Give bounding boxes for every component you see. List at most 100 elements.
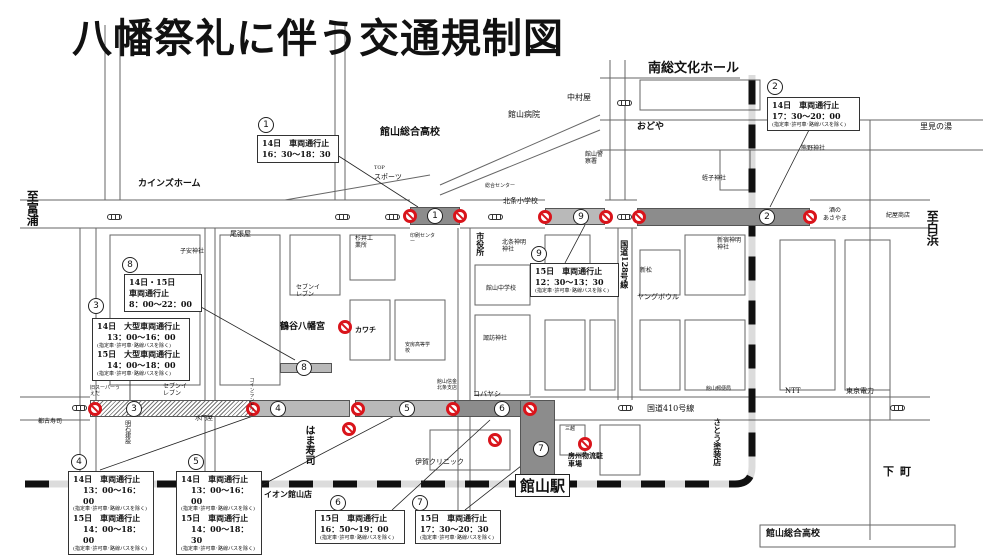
- landmark-seven-eleven: セブンイレブン: [296, 284, 321, 298]
- traffic-signal-icon: [72, 405, 87, 411]
- callout-number-8: 8: [122, 257, 138, 273]
- segment-number-7: 7: [533, 441, 549, 457]
- callout-day: 15日 車両通行止: [320, 513, 388, 523]
- landmark-kawachi: カワチ: [355, 325, 376, 334]
- segment-3: [90, 400, 250, 417]
- callout-note: (指定車･許可車･路線バスを除く): [97, 370, 171, 377]
- landmark-aeon: イオン館山店: [264, 489, 312, 499]
- landmark-center: 印刷センター: [410, 233, 436, 245]
- no-entry-icon: [599, 210, 613, 224]
- callout-number-4: 4: [71, 454, 87, 470]
- landmark-hospital: 館山病院: [508, 110, 540, 119]
- callout-number-7: 7: [412, 495, 428, 511]
- no-entry-icon: [446, 402, 460, 416]
- landmark-post-office: 館山郵便局: [706, 386, 732, 392]
- landmark-suimonya: 水門屋: [195, 415, 214, 422]
- landmark-satomi-no-yu: 里見の湯: [920, 122, 952, 131]
- callout-day: 15日 車両通行止: [73, 513, 141, 524]
- callout-day: 15日 車両通行止: [181, 513, 249, 524]
- landmark-cainz: カインズホーム: [138, 179, 201, 189]
- landmark-bunka-hall: 南総文化ホール: [648, 61, 740, 76]
- callout-day: 15日 車両通行止: [535, 266, 603, 276]
- traffic-signal-icon: [335, 214, 350, 220]
- landmark-kumano-shrine: 熊野神社: [801, 145, 826, 152]
- landmark-sushi: 都古寿司: [38, 418, 63, 425]
- no-entry-icon: [803, 210, 817, 224]
- callout-note: (指定車･許可車･路線バスを除く): [181, 545, 255, 552]
- callout-note: (指定車･許可車･路線バスを除く): [535, 287, 609, 294]
- map-title: 八幡祭礼に伴う交通規制図: [72, 15, 564, 62]
- landmark-sogo-high-south: 館山総合高校: [766, 529, 821, 539]
- callout-note: (指定車･許可車･路線バスを除く): [772, 121, 846, 128]
- landmark-kobayashi: コバヤシ: [473, 390, 501, 398]
- no-entry-icon: [351, 402, 365, 416]
- callout-day: 14日 大型車両通行止: [97, 321, 181, 331]
- callout-time: 16：50～19：00: [320, 523, 389, 534]
- callout-time: 14：00～18：00: [107, 360, 176, 371]
- landmark-boshu-parking: 房州物流駐車場: [568, 451, 603, 468]
- landmark-ebisu-shrine: 蛭子神社: [702, 175, 727, 182]
- segment-number-9: 9: [573, 209, 589, 225]
- segment-6: [455, 400, 530, 417]
- callout-time: 8：00～22：00: [129, 298, 192, 309]
- callout-box-8: 14日・15日 車両通行止 8：00～22：00: [124, 274, 202, 313]
- landmark-top-sports: スポーツ: [374, 173, 402, 181]
- callout-day: 15日 車両通行止: [420, 513, 488, 523]
- no-entry-icon: [632, 210, 646, 224]
- segment-number-6: 6: [494, 401, 510, 417]
- landmark-shinjuku-shinmei-shrine: 新宿神明神社: [717, 237, 742, 251]
- callout-box-6: 15日 車両通行止 16：50～19：00 (指定車･許可車･路線バスを除く): [315, 510, 405, 545]
- segment-number-2: 2: [759, 209, 775, 225]
- callout-note: (指定車･許可車･路線バスを除く): [320, 534, 394, 541]
- landmark-ntt: NTT: [785, 387, 801, 395]
- no-entry-icon: [488, 433, 502, 447]
- no-entry-icon: [403, 209, 417, 223]
- landmark-awa-high: 安房高等学校: [405, 342, 431, 354]
- segment-number-1: 1: [427, 208, 443, 224]
- callout-time: 17：30～20：30: [420, 523, 489, 534]
- callout-note: (指定車･許可車･路線バスを除く): [181, 506, 255, 513]
- callout-day: 15日 大型車両通行止: [97, 349, 181, 360]
- callout-box-1: 14日 車両通行止 16：30～18：30: [257, 135, 339, 163]
- landmark-sato-painting: さとう塗装店: [712, 418, 723, 466]
- no-entry-icon: [88, 402, 102, 416]
- route-410-label: 国道410号線: [647, 404, 695, 413]
- callout-box-2: 14日 車両通行止 17：30～20：00 (指定車･許可車･路線バスを除く): [767, 97, 860, 132]
- landmark-tsurugaya-hachimangu: 鶴谷八幡宮: [280, 322, 326, 332]
- route-128-label: 国道128号線: [619, 240, 630, 289]
- landmark-asayama: あさやま: [823, 215, 848, 222]
- traffic-signal-icon: [890, 405, 905, 411]
- segment-number-5: 5: [399, 401, 415, 417]
- callout-time: 16：30～18：30: [262, 148, 331, 159]
- no-entry-icon: [342, 422, 356, 436]
- landmark-kiya: 紀屋商店: [886, 212, 911, 219]
- callout-day: 14日 車両通行止: [73, 474, 141, 484]
- landmark-police: 館山警察署: [585, 151, 604, 165]
- callout-day: 14日 車両通行止: [772, 100, 840, 110]
- traffic-signal-icon: [488, 214, 503, 220]
- landmark-coin-laundry: コインランドリー: [248, 377, 255, 417]
- landmark-tepco: 東京電力: [846, 387, 874, 395]
- landmark-hamazushi: はま寿司: [303, 425, 314, 465]
- no-entry-icon: [338, 320, 352, 334]
- no-entry-icon: [453, 209, 467, 223]
- landmark-owariya: 尾張屋: [230, 230, 251, 238]
- landmark-iga-clinic: 伊賀クリニック: [415, 458, 464, 466]
- landmark-ueda: 旧スーパーうえだ: [90, 385, 120, 397]
- traffic-signal-icon: [617, 214, 632, 220]
- callout-note: (指定車･許可車･路線バスを除く): [420, 534, 494, 541]
- landmark-suwa-shrine: 諏訪神社: [483, 335, 508, 342]
- traffic-signal-icon: [617, 100, 632, 106]
- callout-box-7: 15日 車両通行止 17：30～20：30 (指定車･許可車･路線バスを除く): [415, 510, 501, 545]
- callout-day: 車両通行止: [129, 287, 169, 298]
- callout-time: 14：00～18：30: [191, 523, 249, 545]
- no-entry-icon: [246, 402, 260, 416]
- callout-day: 14日 車両通行止: [262, 138, 330, 148]
- no-entry-icon: [578, 437, 592, 451]
- callout-time: 13：00～16：00: [83, 484, 141, 506]
- tateyama-station: 館山駅: [515, 474, 571, 497]
- landmark-shinmatsu: 新松: [640, 267, 653, 274]
- callout-time: 13：00～16：00: [191, 484, 249, 506]
- landmark-akashi-construction: 明石建設: [123, 420, 131, 444]
